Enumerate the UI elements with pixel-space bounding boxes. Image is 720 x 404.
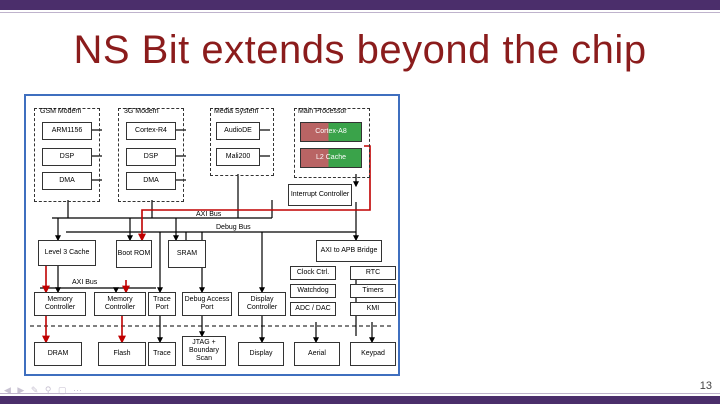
g3-dma-block: DMA: [126, 172, 176, 190]
gsm-modem-group: [34, 108, 100, 202]
slide-title: NS Bit extends beyond the chip: [73, 28, 647, 72]
display-block: Display: [238, 342, 284, 366]
jtag-block: JTAG + Boundary Scan: [182, 336, 226, 366]
bottom-divider: [0, 393, 720, 394]
bottom-accent-bar: [0, 396, 720, 404]
media-system-group: [210, 108, 274, 176]
axi-apb-bridge-block: AXI to APB Bridge: [316, 240, 382, 262]
level3-cache-block: Level 3 Cache: [38, 240, 96, 266]
timers-block: Timers: [350, 284, 396, 298]
watchdog-block: Watchdog: [290, 284, 336, 298]
memory-controller-2-block: Memory Controller: [94, 292, 146, 316]
cortex-r4-block: Cortex-R4: [126, 122, 176, 140]
memory-controller-1-block: Memory Controller: [34, 292, 86, 316]
flash-block: Flash: [98, 342, 146, 366]
aerial-block: Aerial: [294, 342, 340, 366]
trace-block: Trace: [148, 342, 176, 366]
g3-modem-label: 3G Modem: [124, 108, 159, 115]
cortex-a8-block: Cortex-A8: [300, 122, 362, 142]
interrupt-controller-block: Interrupt Controller: [288, 184, 352, 206]
boot-rom-block: Boot ROM: [116, 240, 152, 268]
dram-block: DRAM: [34, 342, 82, 366]
mali200-block: Mali200: [216, 148, 260, 166]
g3-modem-group: [118, 108, 184, 202]
soc-diagram: GSM Modem 3G Modem Media System Main Pro…: [24, 94, 400, 376]
axi-bus-label: AXI Bus: [196, 211, 222, 218]
adc-dac-block: ADC / DAC: [290, 302, 336, 316]
display-controller-block: Display Controller: [238, 292, 286, 316]
l2-cache-block: L2 Cache: [300, 148, 362, 168]
gsm-dsp-block: DSP: [42, 148, 92, 166]
rtc-block: RTC: [350, 266, 396, 280]
slide-nav-controls[interactable]: ◀ ▶ ✎ ⚲ ▢ ⋯: [4, 385, 84, 395]
debug-bus-label: Debug Bus: [216, 224, 251, 231]
main-processor-group: [294, 108, 370, 178]
page-number: 13: [699, 380, 712, 392]
audiode-block: AudioDE: [216, 122, 260, 140]
gsm-modem-label: GSM Modem: [40, 108, 82, 115]
top-divider: [0, 12, 720, 13]
g3-dsp-block: DSP: [126, 148, 176, 166]
clock-ctrl-block: Clock Ctrl.: [290, 266, 336, 280]
kmi-block: KMI: [350, 302, 396, 316]
debug-access-port-block: Debug Access Port: [182, 292, 232, 316]
main-processor-label: Main Processor: [298, 108, 347, 115]
axi-bus-2-label: AXI Bus: [72, 279, 98, 286]
keypad-block: Keypad: [350, 342, 396, 366]
gsm-dma-block: DMA: [42, 172, 92, 190]
top-accent-bar: [0, 0, 720, 10]
sram-block: SRAM: [168, 240, 206, 268]
media-system-label: Media System: [214, 108, 259, 115]
arm1156-block: ARM1156: [42, 122, 92, 140]
trace-port-block: Trace Port: [148, 292, 176, 316]
